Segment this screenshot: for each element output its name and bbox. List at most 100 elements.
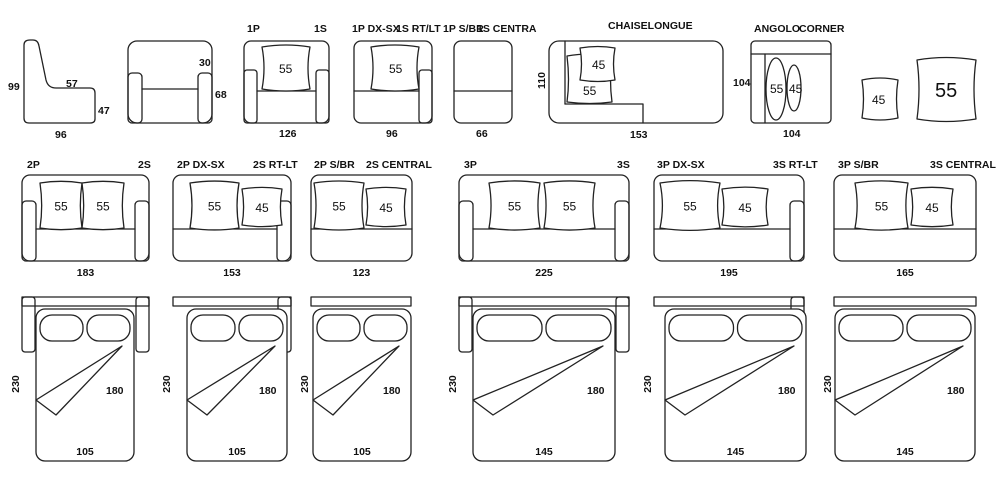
sofa-label-left: 3P xyxy=(464,159,477,171)
sofa-label-left: 2P S/BR xyxy=(314,159,355,171)
bed-frame-arm-right xyxy=(135,296,150,353)
corner-width: 104 xyxy=(783,128,801,140)
pillow-size: 55 xyxy=(683,200,697,214)
mattress-length: 180 xyxy=(778,385,796,397)
cushion-55: 55 xyxy=(916,56,977,123)
cushion-55-size: 55 xyxy=(935,80,957,102)
pillow-size: 55 xyxy=(563,200,577,214)
pillow-size: 55 xyxy=(96,200,110,214)
sofa-unit-1p-s-br: 1P S/BR 1S CENTRA 66 xyxy=(443,23,537,140)
sofa-label-right: 3S RT-LT xyxy=(773,159,818,171)
bed-pillow-right xyxy=(906,314,972,342)
chaise-title: CHAISELONGUE xyxy=(608,20,693,32)
sofa-arm-right xyxy=(276,200,292,262)
pillow-size: 55 xyxy=(508,200,522,214)
bed-length: 230 xyxy=(822,375,834,393)
pillow-55 xyxy=(189,180,240,231)
bed-sheet-fold xyxy=(312,345,400,416)
sofa-label-right: 2S RT-LT xyxy=(253,159,298,171)
chaiselongue: CHAISELONGUE 55 45 110 153 xyxy=(536,20,724,141)
sofa-width: 165 xyxy=(896,267,914,279)
corner-height: 104 xyxy=(733,77,751,89)
bed-frame-back xyxy=(833,296,977,307)
sofa-width: 153 xyxy=(223,267,241,279)
bed-pillow-left xyxy=(476,314,543,342)
sofa-label-left: 2P DX-SX xyxy=(177,159,225,171)
bed-frame-back xyxy=(310,296,412,307)
sofa-arm-left xyxy=(458,200,474,262)
sofa-width: 183 xyxy=(77,267,95,279)
sofa-unit-1p: 1P 1S 55 126 xyxy=(243,23,330,140)
sofa-width: 123 xyxy=(353,267,371,279)
armchair-front-view: 30 68 xyxy=(127,40,227,124)
unit-1s-label: 1S xyxy=(314,23,327,35)
bed-sheet-fold xyxy=(834,345,964,416)
bed-length: 230 xyxy=(161,375,173,393)
corner-unit: ANGOLO CORNER 55 45 104 104 xyxy=(733,23,845,140)
bed-length: 230 xyxy=(299,375,311,393)
unit-1s-rtlt-label: 1S RT/LT xyxy=(396,23,441,35)
bed-pillow-left xyxy=(316,314,361,342)
sofa-2p-dx-sx: 2P DX-SX 2S RT-LT 55 45 153 xyxy=(172,159,298,279)
mattress-length: 180 xyxy=(947,385,965,397)
pillow-55 xyxy=(854,180,909,231)
pillow-55 xyxy=(81,180,125,231)
bed-length: 230 xyxy=(447,375,459,393)
bed-frame-back xyxy=(21,296,150,307)
bed-length: 230 xyxy=(642,375,654,393)
front-seat-height: 68 xyxy=(215,89,227,101)
bed-width: 105 xyxy=(228,446,246,458)
armchair-seat-depth: 57 xyxy=(66,78,78,90)
sofa-arm-right xyxy=(789,200,805,262)
bed-pillow-right xyxy=(363,314,408,342)
pillow-45 xyxy=(365,186,407,228)
bed-frame-back xyxy=(458,296,630,307)
sofa-label-right: 3S xyxy=(617,159,630,171)
sofa-label-left: 3P S/BR xyxy=(838,159,879,171)
pillow-size: 55 xyxy=(332,200,346,214)
bed-frame-back xyxy=(172,296,292,307)
bed-frame-arm-left xyxy=(458,296,473,353)
chaise-pillow-55: 55 xyxy=(583,84,597,98)
sofa-unit-1p-dx-sx: 1P DX-SX 1S RT/LT 55 96 xyxy=(352,23,441,140)
bed-frame-arm-right xyxy=(615,296,630,353)
chaise-depth: 110 xyxy=(536,72,548,89)
armchair-side-view: 99 57 47 96 xyxy=(8,39,110,141)
bed-width: 105 xyxy=(353,446,371,458)
mattress-length: 180 xyxy=(259,385,277,397)
bed-sheet-fold xyxy=(664,345,795,416)
mattress-length: 180 xyxy=(587,385,605,397)
pillow-size: 45 xyxy=(925,201,939,215)
pillow-size: 45 xyxy=(738,201,752,215)
pillow-size: 45 xyxy=(255,201,269,215)
sofa-arm-right xyxy=(614,200,630,262)
unit-1pdx-label: 1P DX-SX xyxy=(352,23,400,35)
pillow-size: 55 xyxy=(875,200,889,214)
bed-sheet-fold xyxy=(35,345,123,416)
armchair-arm-height: 47 xyxy=(98,105,110,117)
bed-pillow-right xyxy=(545,314,612,342)
sofa-bed-plan: 230 180 105 xyxy=(299,296,412,462)
corner-pillow-45: 45 xyxy=(789,82,803,96)
bed-pillow-right xyxy=(736,314,803,342)
pillow-45 xyxy=(241,186,283,228)
mattress-length: 180 xyxy=(383,385,401,397)
corner-label-corner: CORNER xyxy=(799,23,845,35)
unit-1s-centra-label: 1S CENTRA xyxy=(477,23,537,35)
unit-1pdx-pillow: 55 xyxy=(389,62,403,76)
corner-pillow-55: 55 xyxy=(770,82,784,96)
bed-length: 230 xyxy=(10,375,22,393)
bed-pillow-left xyxy=(39,314,84,342)
front-arm-height: 30 xyxy=(199,57,211,69)
pillow-size: 55 xyxy=(208,200,222,214)
mattress xyxy=(664,308,807,462)
